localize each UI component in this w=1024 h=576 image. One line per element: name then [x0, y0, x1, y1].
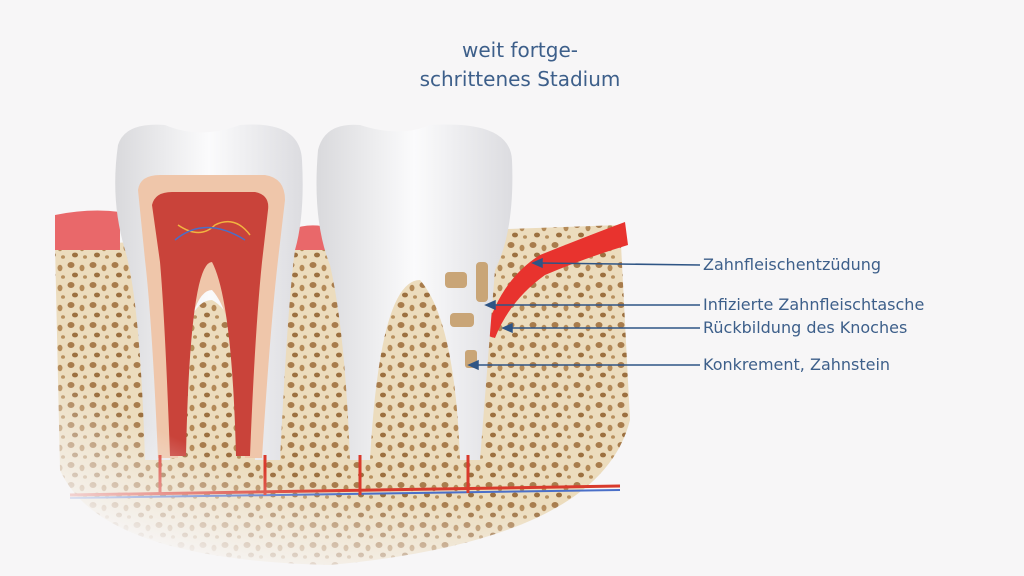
label-bone-recession: Rückbildung des Knoches [703, 318, 908, 337]
label-infected-pocket: Infizierte Zahnfleischtasche [703, 295, 925, 314]
label-calculus: Konkrement, Zahnstein [703, 355, 891, 374]
title-line-1: weit fortge- [462, 38, 578, 62]
label-gingivitis: Zahnfleischentzüdung [703, 255, 882, 274]
label-pointers [467, 257, 701, 371]
title-line-2: schrittenes Stadium [419, 67, 621, 91]
stage-title: weit fortge- schrittenes Stadium [330, 36, 710, 94]
